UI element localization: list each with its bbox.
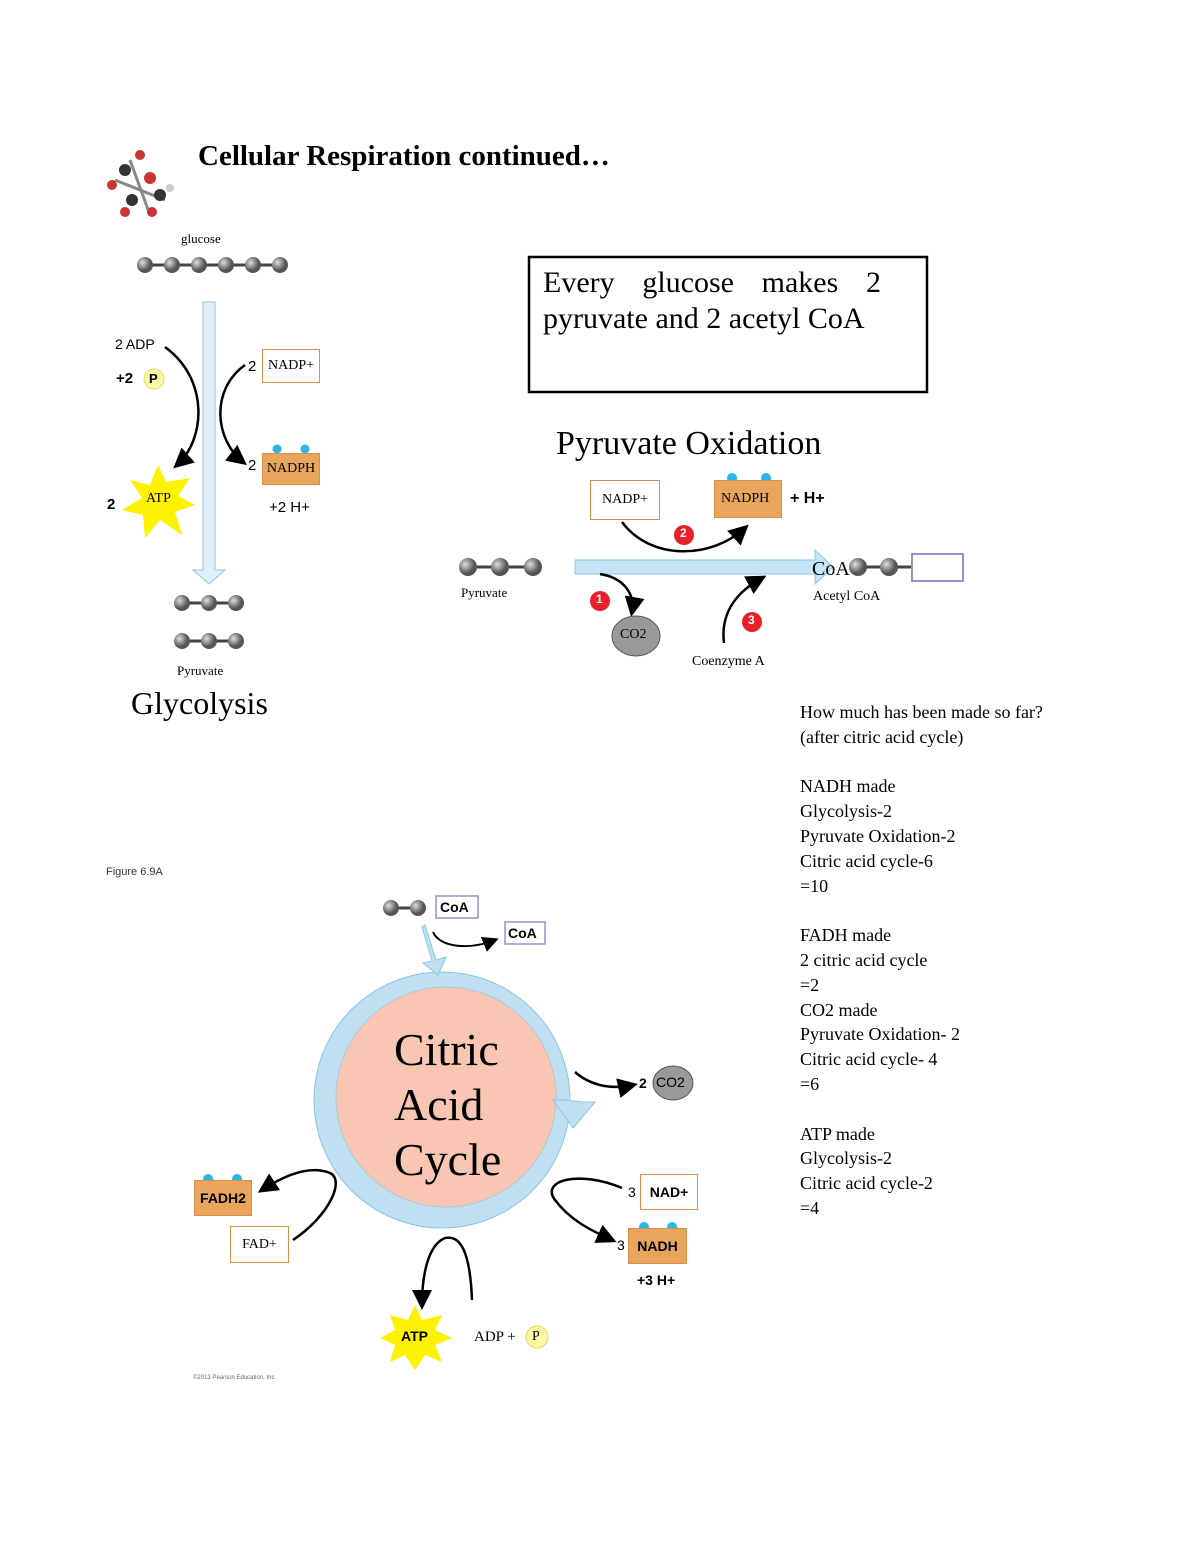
hydrogen-label: +3 H+ bbox=[637, 1272, 676, 1288]
step-3-badge: 3 bbox=[748, 613, 755, 627]
note-line: Glycolysis-2 bbox=[800, 801, 892, 822]
co2-label: CO2 bbox=[656, 1074, 685, 1090]
nadph-label: NADPH bbox=[266, 461, 316, 476]
nadph-carrier: NADPH bbox=[714, 480, 782, 518]
coa-label: CoA bbox=[812, 558, 850, 580]
pyruvate-chains bbox=[174, 595, 244, 649]
nadp-label: NADP+ bbox=[601, 492, 648, 507]
cycle-title-line: Cycle bbox=[394, 1134, 502, 1185]
nadh-count: 3 bbox=[617, 1237, 625, 1253]
fadh2-label: FADH2 bbox=[200, 1190, 246, 1206]
figure-label: Figure 6.9A bbox=[106, 866, 163, 878]
pyruvate-oxidation-heading: Pyruvate Oxidation bbox=[556, 425, 822, 462]
coenzyme-a-label: Coenzyme A bbox=[692, 654, 765, 669]
glucose-label: glucose bbox=[181, 231, 221, 246]
note-line: NADH made bbox=[800, 776, 896, 797]
fad-label: FAD+ bbox=[242, 1236, 277, 1252]
nadph-carrier: NADPH bbox=[262, 453, 320, 485]
nadph-label: NADPH bbox=[721, 491, 770, 506]
note-line: =4 bbox=[800, 1197, 820, 1218]
pyruvate-label: Pyruvate bbox=[461, 585, 508, 600]
glucose-molecule-icon bbox=[107, 150, 174, 217]
note-line: Pyruvate Oxidation-2 bbox=[800, 825, 956, 846]
nad-count: 3 bbox=[628, 1184, 636, 1200]
phosphate-icon: P bbox=[532, 1329, 540, 1344]
note-line: Citric acid cycle-6 bbox=[800, 850, 933, 871]
co2-count: 2 bbox=[639, 1075, 647, 1091]
adp-label: ADP + bbox=[474, 1329, 516, 1345]
cycle-title-line: Acid bbox=[394, 1079, 484, 1130]
atp-count: 2 bbox=[107, 496, 116, 513]
glycolysis-heading: Glycolysis bbox=[131, 685, 268, 721]
copyright: ©2013 Pearson Education, Inc. bbox=[193, 1375, 277, 1381]
nadp-carrier: NADP+ bbox=[590, 480, 660, 520]
co2-label: CO2 bbox=[620, 627, 647, 642]
note-line: FADH made bbox=[800, 925, 892, 946]
note-line: Pyruvate Oxidation- 2 bbox=[800, 1024, 960, 1045]
note-line: Citric acid cycle- 4 bbox=[800, 1049, 938, 1070]
pyruvate-label: Pyruvate bbox=[177, 663, 224, 678]
note-line: Glycolysis-2 bbox=[800, 1148, 892, 1169]
note-line: ATP made bbox=[800, 1123, 875, 1144]
callout-border bbox=[527, 255, 929, 394]
nadp-count: 2 bbox=[248, 358, 257, 375]
glucose-chain bbox=[137, 257, 288, 273]
note-line bbox=[800, 898, 1043, 923]
hydrogen-label: + H+ bbox=[790, 490, 825, 507]
step-2-badge: 2 bbox=[680, 526, 687, 540]
nad-label: NAD+ bbox=[649, 1184, 689, 1200]
summary-notes: How much has been made so far? (after cit… bbox=[800, 700, 1043, 1221]
note-line: =10 bbox=[800, 875, 829, 896]
nadh-label: NADH bbox=[637, 1238, 678, 1254]
phosphate-prefix: +2 bbox=[116, 370, 134, 387]
atp-label: ATP bbox=[401, 1328, 428, 1344]
nadp-carrier: NADP+ bbox=[262, 349, 320, 383]
phosphate-icon: P bbox=[149, 371, 158, 386]
coa-in-label: CoA bbox=[440, 899, 469, 915]
note-line bbox=[800, 750, 1043, 775]
note-line: How much has been made so far? bbox=[800, 702, 1043, 722]
atp-star-icon bbox=[122, 465, 195, 538]
hydrogen-label: +2 H+ bbox=[269, 499, 310, 516]
fadh2-carrier: FADH2 bbox=[194, 1180, 252, 1216]
atp-label: ATP bbox=[146, 491, 171, 506]
nadp-label: NADP+ bbox=[267, 358, 314, 373]
page-title: Cellular Respiration continued… bbox=[198, 140, 610, 172]
glycolysis-arrow bbox=[191, 301, 227, 585]
adp-label: 2 ADP bbox=[115, 336, 155, 352]
cycle-core bbox=[335, 986, 557, 1208]
cycle-title-line: Citric bbox=[394, 1024, 499, 1075]
note-line: Citric acid cycle-2 bbox=[800, 1173, 933, 1194]
step-1-badge: 1 bbox=[596, 592, 603, 606]
callout-text: Every glucose makes 2 pyruvate and 2 ace… bbox=[543, 266, 881, 335]
note-line: 2 citric acid cycle bbox=[800, 949, 928, 970]
acetyl-coa-label: Acetyl CoA bbox=[813, 589, 881, 604]
note-line: =6 bbox=[800, 1073, 820, 1094]
nadph-count: 2 bbox=[248, 457, 257, 474]
note-line: (after citric acid cycle) bbox=[800, 726, 964, 747]
nadh-carrier: NADH bbox=[628, 1228, 687, 1264]
note-line: CO2 made bbox=[800, 999, 878, 1020]
nad-carrier: NAD+ bbox=[640, 1174, 698, 1210]
fad-carrier: FAD+ bbox=[230, 1226, 289, 1263]
note-line bbox=[800, 1097, 1043, 1122]
note-line: =2 bbox=[800, 974, 820, 995]
coa-out-label: CoA bbox=[508, 925, 537, 941]
